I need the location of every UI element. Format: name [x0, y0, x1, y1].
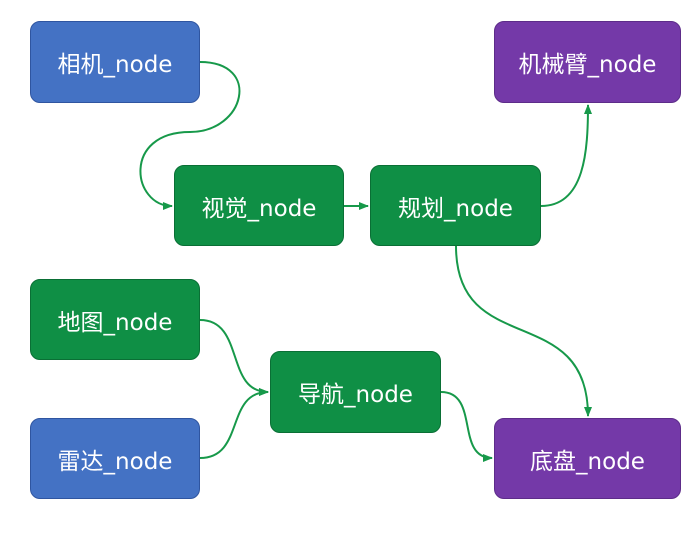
map-node[interactable]: 地图_node	[30, 279, 200, 360]
camera-node[interactable]: 相机_node	[30, 21, 200, 103]
camera-node-label: 相机_node	[57, 52, 173, 78]
radar-node-label: 雷达_node	[57, 448, 173, 475]
edge-navigation-to-chassis	[440, 391, 493, 462]
chassis-node[interactable]: 底盘_node	[494, 418, 681, 499]
map-node-label: 地图_node	[57, 309, 173, 336]
radar-node[interactable]: 雷达_node	[30, 418, 200, 499]
navigation-node-label: 导航_node	[298, 382, 413, 408]
navigation-node[interactable]: 导航_node	[270, 351, 441, 433]
edge-planning-to-chassis	[455, 245, 592, 417]
edge-planning-to-arm	[540, 104, 592, 207]
robot-arm-node-label: 机械臂_node	[518, 52, 657, 78]
chassis-node-label: 底盘_node	[530, 448, 645, 475]
robot-arm-node[interactable]: 机械臂_node	[494, 21, 681, 103]
vision-node[interactable]: 视觉_node	[174, 165, 344, 246]
vision-node-label: 视觉_node	[201, 195, 317, 222]
planning-node[interactable]: 规划_node	[370, 165, 541, 246]
planning-node-label: 规划_node	[398, 195, 513, 222]
edge-radar-to-navigation	[199, 388, 269, 459]
edge-map-to-navigation	[199, 319, 269, 396]
edge-camera-to-vision	[139, 61, 241, 210]
